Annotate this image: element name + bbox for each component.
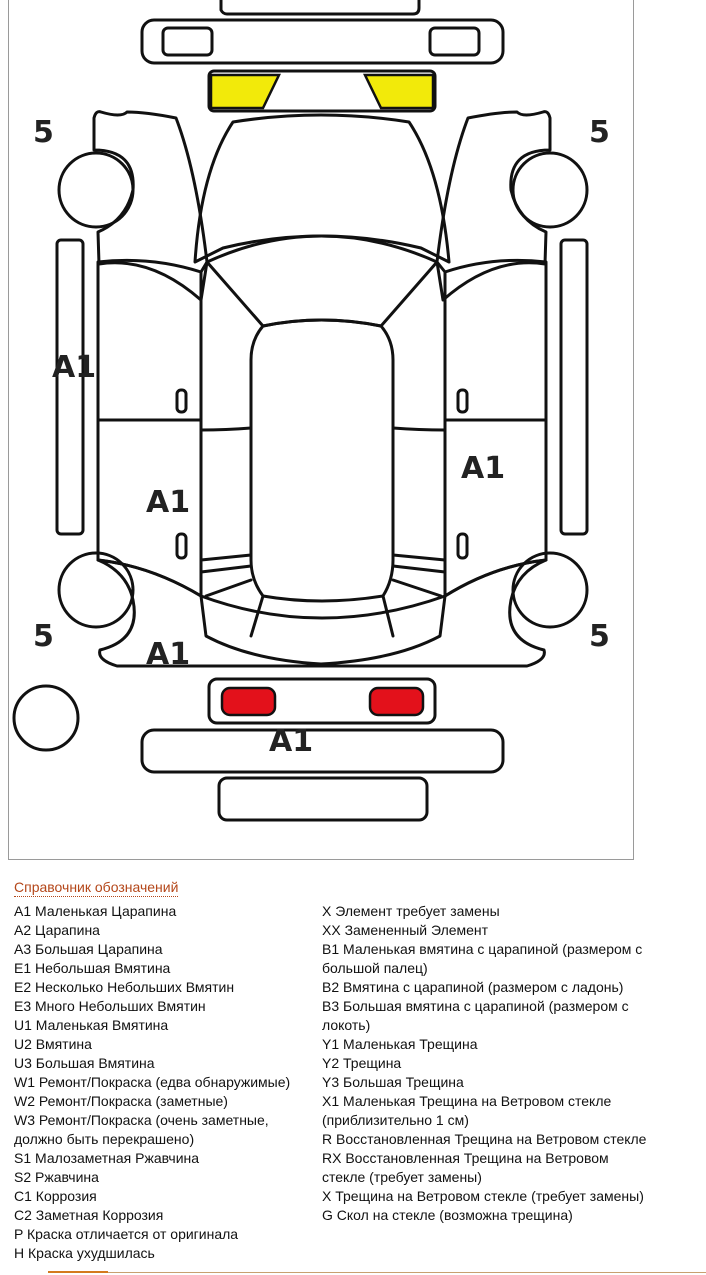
front-plate-left bbox=[161, 26, 214, 57]
legend-item: H Краска ухудшилась bbox=[14, 1245, 155, 1261]
rear-right-light bbox=[368, 686, 425, 717]
right-rear-handle bbox=[456, 532, 469, 560]
legend-item: W1 Ремонт/Покраска (едва обнаружимые) bbox=[14, 1074, 291, 1090]
legend-item: R Восстановленная Трещина на Ветровом ст… bbox=[322, 1131, 647, 1147]
rear-light-band bbox=[207, 677, 437, 725]
hood-outline bbox=[193, 113, 451, 264]
mark-rear-left: 5 bbox=[33, 619, 54, 654]
bottom-divider bbox=[48, 1271, 706, 1273]
legend-item: A3 Большая Царапина bbox=[14, 941, 163, 957]
legend-item: Y2 Трещина bbox=[322, 1055, 402, 1071]
legend-item: A2 Царапина bbox=[14, 922, 100, 938]
legend-item: U1 Маленькая Вмятина bbox=[14, 1017, 169, 1033]
legend-item: C2 Заметная Коррозия bbox=[14, 1207, 164, 1223]
front-right-wheel bbox=[511, 151, 589, 229]
legend-item: P Краска отличается от оригинала bbox=[14, 1226, 239, 1242]
rear-plate-outline bbox=[217, 776, 429, 822]
rear-left-wheel bbox=[57, 551, 135, 629]
front-grille-outline bbox=[219, 0, 421, 16]
mark-right-rear-door: A1 bbox=[461, 451, 505, 486]
legend-item: RX Восстановленная Трещина на Ветровом с… bbox=[322, 1150, 609, 1185]
legend-item: Y3 Большая Трещина bbox=[322, 1074, 464, 1090]
mark-left-skirt: A1 bbox=[52, 350, 96, 385]
legend-item: E3 Много Небольших Вмятин bbox=[14, 998, 206, 1014]
rear-bumper-outline bbox=[140, 728, 505, 774]
legend-item: S1 Малозаметная Ржавчина bbox=[14, 1150, 200, 1166]
legend-item: B3 Большая вмятина с царапиной (размером… bbox=[322, 998, 629, 1033]
mark-rear-bumper: A1 bbox=[269, 724, 313, 759]
right-front-fender bbox=[435, 110, 552, 302]
legend-item: U2 Вмятина bbox=[14, 1036, 92, 1052]
left-rear-handle bbox=[175, 532, 188, 560]
front-right-light bbox=[363, 73, 435, 110]
mark-rear-left-fender: A1 bbox=[146, 637, 190, 672]
left-side-skirt bbox=[55, 238, 85, 536]
legend-item: W2 Ремонт/Покраска (заметные) bbox=[14, 1093, 228, 1109]
front-grille-band bbox=[207, 69, 437, 113]
front-left-wheel bbox=[57, 151, 135, 229]
right-door-lines bbox=[391, 426, 447, 574]
front-left-light bbox=[209, 73, 281, 110]
legend-title: Справочник обозначений bbox=[14, 879, 179, 897]
windshield-lines bbox=[205, 260, 439, 328]
mark-front-left: 5 bbox=[33, 115, 54, 150]
legend-item: X Элемент требует замены bbox=[322, 903, 500, 919]
roof-outline bbox=[249, 318, 395, 603]
legend-item: E2 Несколько Небольших Вмятин bbox=[14, 979, 235, 995]
rear-left-light bbox=[220, 686, 277, 717]
front-plate-right bbox=[428, 26, 481, 57]
legend-item: S2 Ржавчина bbox=[14, 1169, 99, 1185]
mark-rear-right: 5 bbox=[589, 619, 610, 654]
spare-wheel bbox=[12, 684, 80, 752]
right-side-skirt bbox=[559, 238, 589, 536]
legend-item: X Трещина на Ветровом стекле (требует за… bbox=[322, 1188, 644, 1204]
bottom-divider-accent bbox=[48, 1271, 108, 1273]
rear-right-wheel bbox=[511, 551, 589, 629]
legend-item: A1 Маленькая Царапина bbox=[14, 903, 177, 919]
left-door-lines bbox=[199, 426, 253, 574]
right-front-handle bbox=[456, 388, 469, 414]
front-bumper-outline bbox=[140, 18, 505, 65]
rear-window-lines bbox=[204, 578, 443, 638]
legend-column-right: X Элемент требует замены XX Замененный Э… bbox=[322, 902, 652, 1225]
right-rear-fender bbox=[319, 558, 548, 668]
legend-item: W3 Ремонт/Покраска (очень заметные, долж… bbox=[14, 1112, 269, 1147]
legend-item: B2 Вмятина с царапиной (размером с ладон… bbox=[322, 979, 624, 995]
mark-front-right: 5 bbox=[589, 115, 610, 150]
legend-item: C1 Коррозия bbox=[14, 1188, 97, 1204]
legend-item: G Скол на стекле (возможна трещина) bbox=[322, 1207, 573, 1223]
mark-left-rear-door: A1 bbox=[146, 485, 190, 520]
legend-item: XX Замененный Элемент bbox=[322, 922, 489, 938]
legend-item: X1 Маленькая Трещина на Ветровом стекле … bbox=[322, 1093, 612, 1128]
legend-item: E1 Небольшая Вмятина bbox=[14, 960, 171, 976]
right-side-doors bbox=[443, 258, 548, 598]
car-damage-diagram: 5 5 5 5 A1 A1 A1 A1 A1 bbox=[8, 0, 634, 860]
legend-item: U3 Большая Вмятина bbox=[14, 1055, 155, 1071]
car-outline-svg: 5 5 5 5 A1 A1 A1 A1 A1 bbox=[12, 0, 610, 822]
left-front-fender bbox=[92, 110, 209, 302]
legend-item: B1 Маленькая вмятина с царапиной (размер… bbox=[322, 941, 643, 976]
left-front-handle bbox=[175, 388, 188, 414]
legend-column-left: A1 Маленькая Царапина A2 Царапина A3 Бол… bbox=[14, 902, 319, 1263]
legend-item: Y1 Маленькая Трещина bbox=[322, 1036, 478, 1052]
